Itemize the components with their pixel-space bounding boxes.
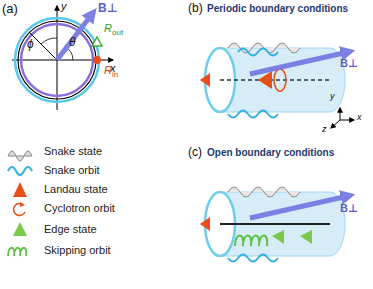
snake-orbit-icon <box>8 167 32 175</box>
axis-label: x <box>357 113 362 123</box>
panel-title: Open boundary conditions <box>207 147 334 158</box>
legend-text: Landau state <box>44 183 108 195</box>
axis-line <box>220 79 330 81</box>
radius-subscript: in <box>112 71 118 80</box>
snake-orbit <box>228 111 278 118</box>
panel-title: Periodic boundary conditions <box>207 3 348 14</box>
angle-label: θ <box>69 36 76 49</box>
legend-entry: Landau state <box>44 183 108 195</box>
panel-letter: (c) <box>188 146 202 159</box>
axis-y <box>340 108 341 120</box>
snake-orbit <box>228 255 278 262</box>
angle-label: ϕ <box>27 38 34 51</box>
axis-label: z <box>322 125 327 135</box>
radius-subscript: out <box>112 29 123 38</box>
edge-state <box>272 230 284 244</box>
field-arrow <box>250 52 348 74</box>
radius-label: R <box>104 22 112 34</box>
legend-entry: Edge state <box>44 223 97 235</box>
legend-entry: Skipping orbit <box>44 244 111 256</box>
axis-label: y <box>330 92 335 102</box>
panel-letter: (b) <box>188 2 203 15</box>
cyclotron-orbit <box>274 69 286 91</box>
landau-marker <box>93 56 101 64</box>
axis-x <box>340 120 354 121</box>
snake-orbit <box>238 49 278 56</box>
panel-letter: (a) <box>2 2 18 16</box>
landau-state <box>200 217 210 231</box>
field-arrow <box>57 14 92 60</box>
arrowhead <box>20 202 25 207</box>
angle-arc <box>41 38 57 44</box>
legend-text: Cyclotron orbit <box>44 202 115 214</box>
field-label: B⊥ <box>340 57 358 69</box>
legend-entry: Snake orbit <box>44 164 100 176</box>
legend-entry: Snake state <box>44 145 102 157</box>
axis-line <box>220 223 330 225</box>
field-arrow <box>250 196 348 218</box>
edge-state <box>300 230 312 244</box>
edge-marker <box>92 37 102 46</box>
axis-z <box>331 120 340 128</box>
axis-label: y <box>61 0 67 12</box>
legend-text: Snake orbit <box>44 164 100 176</box>
field-label: B⊥ <box>98 2 118 15</box>
legend-text: Snake state <box>44 145 102 157</box>
landau-state <box>200 73 210 87</box>
snake-state-icon <box>8 151 32 161</box>
skipping-orbit <box>235 236 267 247</box>
legend-text: Skipping orbit <box>44 244 111 256</box>
legend-entry: Cyclotron orbit <box>44 202 115 214</box>
landau-state-icon <box>13 182 27 197</box>
field-label: B⊥ <box>340 202 358 214</box>
skipping-orbit-icon <box>8 248 26 256</box>
snake-state <box>228 187 300 197</box>
edge-state-icon <box>13 222 27 236</box>
radius-label: R <box>104 64 112 76</box>
legend-text: Edge state <box>44 223 97 235</box>
